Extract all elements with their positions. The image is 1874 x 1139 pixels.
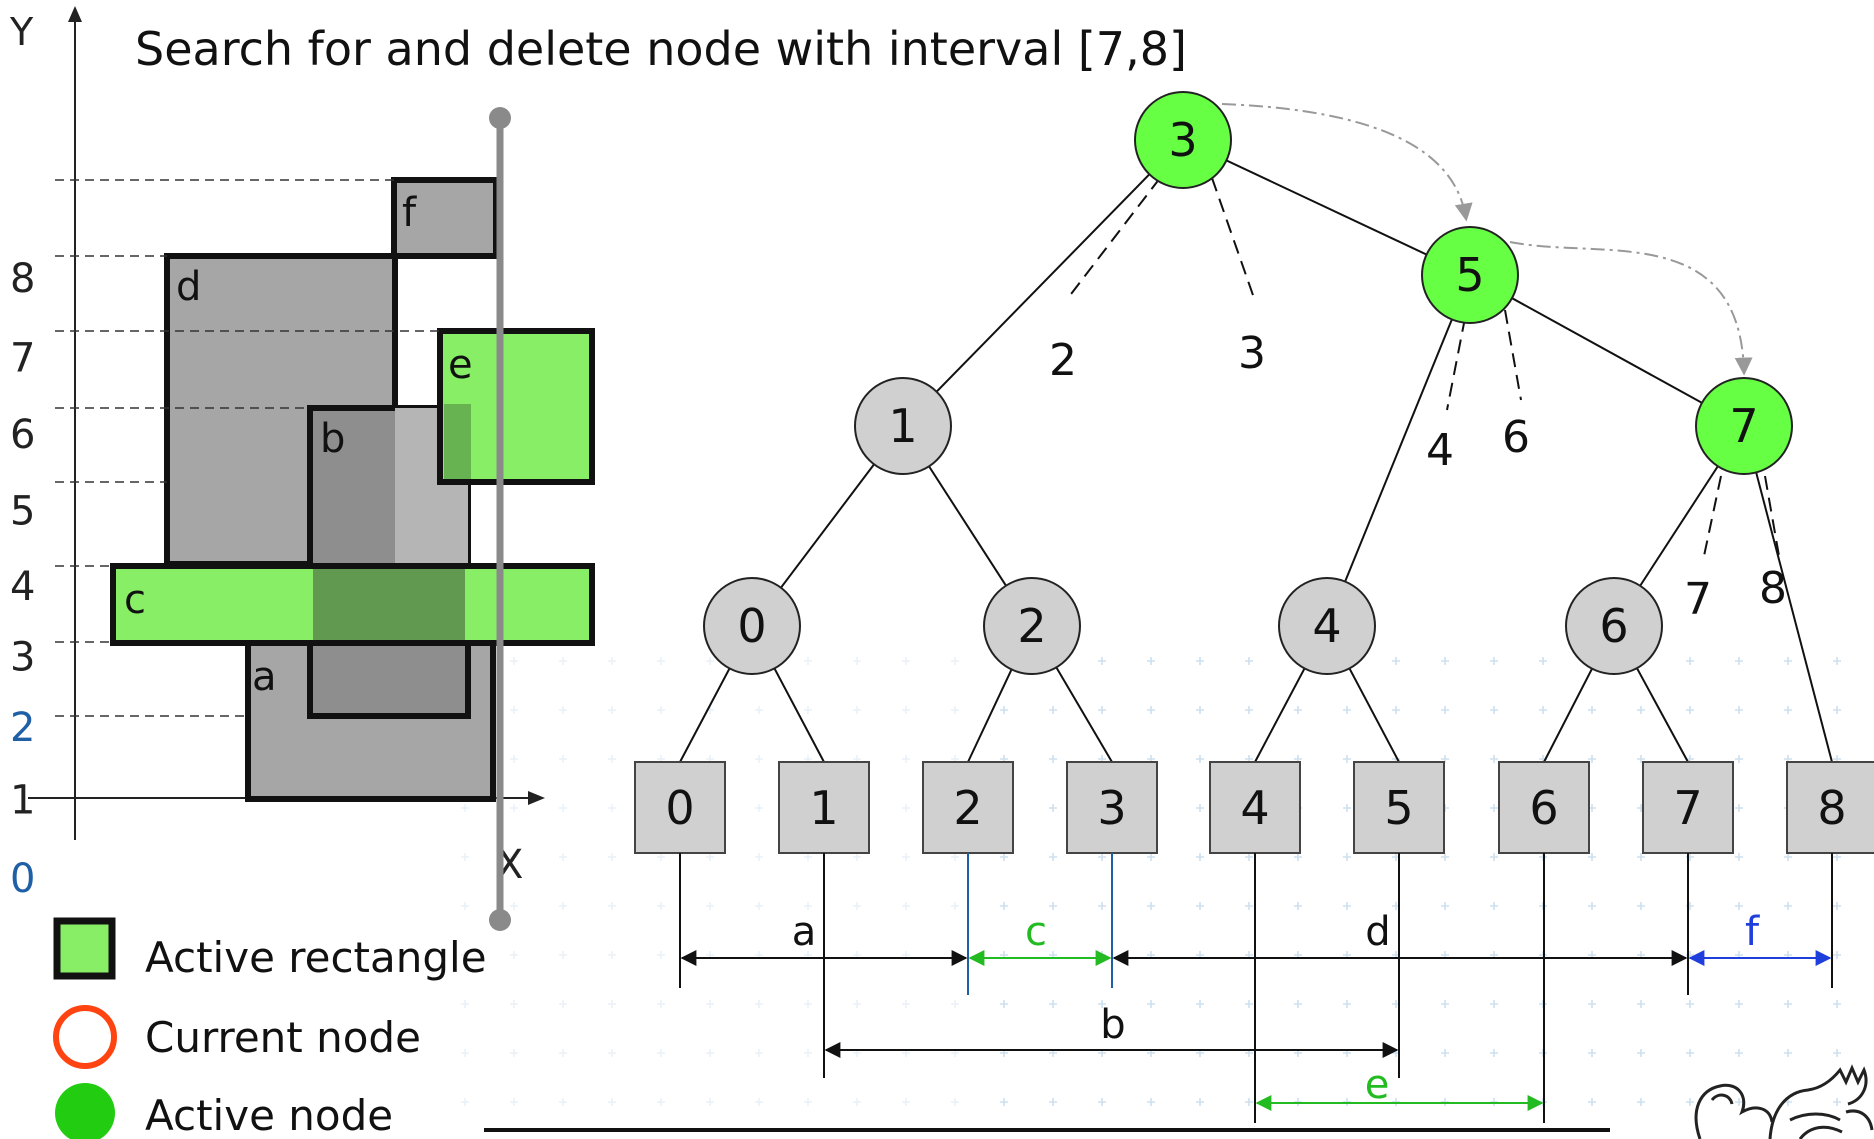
page-title: Search for and delete node with interval… xyxy=(135,22,1187,76)
interval-e-label: e xyxy=(1365,1062,1390,1108)
y-guide-lines xyxy=(55,179,440,717)
x-axis-arrowhead xyxy=(528,791,545,805)
leaf-node-label: 5 xyxy=(1384,781,1413,835)
rect-f xyxy=(391,177,499,259)
background-plus-pattern xyxy=(440,640,1874,1139)
rect-a-label: a xyxy=(252,654,277,700)
leaf-node[interactable] xyxy=(1786,761,1874,854)
y-tick-label: 7 xyxy=(10,336,35,382)
list-pointer-lines xyxy=(1067,177,1780,557)
tree-node-label: 0 xyxy=(737,599,766,653)
leaf-node[interactable] xyxy=(634,761,726,854)
y-tick-label: 0 xyxy=(10,856,35,902)
active-tree-node[interactable] xyxy=(1695,377,1793,475)
sweep-line-top-handle[interactable] xyxy=(489,107,511,129)
y-tick-label: 5 xyxy=(10,489,35,535)
leaf-node-label: 6 xyxy=(1529,781,1558,835)
leaf-node[interactable] xyxy=(1066,761,1158,854)
interval-b-label: b xyxy=(1100,1002,1125,1048)
list-label: 3 xyxy=(1238,328,1266,379)
y-tick-label: 6 xyxy=(10,412,35,458)
sweep-line-bottom-handle[interactable] xyxy=(489,909,511,931)
list-label: 2 xyxy=(1049,335,1077,386)
rect-e-label: e xyxy=(448,342,473,388)
rect-d-label: d xyxy=(176,264,201,310)
current-node-icon xyxy=(53,1005,117,1069)
rect-c-overlap-shade xyxy=(313,569,465,640)
interval-c-label: c xyxy=(1025,909,1047,955)
leaf-node[interactable] xyxy=(922,761,1014,854)
tree-node-label: 5 xyxy=(1455,248,1484,302)
tree-node-label: 2 xyxy=(1017,599,1046,653)
interval-lines: a c d f b e xyxy=(679,853,1833,1123)
legend-active-node: Active node xyxy=(145,1091,393,1139)
list-label: 8 xyxy=(1759,563,1787,614)
tree-node[interactable] xyxy=(983,577,1081,675)
tree-node[interactable] xyxy=(854,377,952,475)
leaf-node-label: 1 xyxy=(809,781,838,835)
tree-node-label: 3 xyxy=(1168,113,1197,167)
tree-node[interactable] xyxy=(1278,577,1376,675)
tree-node-label: 4 xyxy=(1312,599,1341,653)
tree-node[interactable] xyxy=(703,577,801,675)
list-label: 6 xyxy=(1502,412,1530,463)
interval-a-label: a xyxy=(792,909,817,955)
list-label: 7 xyxy=(1684,574,1712,625)
leaf-node-label: 7 xyxy=(1673,781,1702,835)
search-path xyxy=(1221,103,1753,376)
leaf-node[interactable] xyxy=(1498,761,1590,854)
y-tick-label: 1 xyxy=(10,778,35,824)
tree-node[interactable] xyxy=(1565,577,1663,675)
list-label: 4 xyxy=(1426,425,1454,476)
tree-node-label: 1 xyxy=(888,399,917,453)
leaf-node-label: 8 xyxy=(1817,781,1846,835)
leaf-node[interactable] xyxy=(1353,761,1445,854)
active-rectangle-icon xyxy=(53,917,116,980)
rect-b-label: b xyxy=(320,416,345,462)
legend: Active rectangle Current node Active nod… xyxy=(53,917,487,1139)
leaf-extension-lines-blue xyxy=(967,853,1113,995)
rect-e-overlap-shade xyxy=(444,404,471,479)
leaf-node[interactable] xyxy=(778,761,870,854)
tree-node-label: 7 xyxy=(1729,399,1758,453)
interval-f-label: f xyxy=(1745,909,1760,955)
legend-current-node: Current node xyxy=(145,1013,421,1062)
leaf-node[interactable] xyxy=(1209,761,1301,854)
leaf-node-label: 0 xyxy=(665,781,694,835)
leaf-node-label: 4 xyxy=(1240,781,1269,835)
university-logo-icon xyxy=(1694,1064,1874,1139)
active-tree-node[interactable] xyxy=(1421,226,1519,324)
y-axis-label: Y xyxy=(9,10,34,54)
rect-c-label: c xyxy=(124,577,146,623)
y-tick-label: 2 xyxy=(10,705,35,751)
y-tick-label: 3 xyxy=(10,635,35,681)
leaf-node-label: 3 xyxy=(1097,781,1126,835)
rect-f-label: f xyxy=(402,190,417,236)
leaf-node-label: 2 xyxy=(953,781,982,835)
y-axis-arrowhead xyxy=(68,6,82,22)
interval-d-label: d xyxy=(1365,909,1390,955)
y-tick-label: 4 xyxy=(10,564,35,610)
legend-active-rectangle: Active rectangle xyxy=(145,933,487,982)
active-tree-node[interactable] xyxy=(1134,91,1232,189)
tree-node-label: 6 xyxy=(1599,599,1628,653)
y-tick-label: 8 xyxy=(10,256,35,302)
active-node-icon xyxy=(55,1083,115,1139)
